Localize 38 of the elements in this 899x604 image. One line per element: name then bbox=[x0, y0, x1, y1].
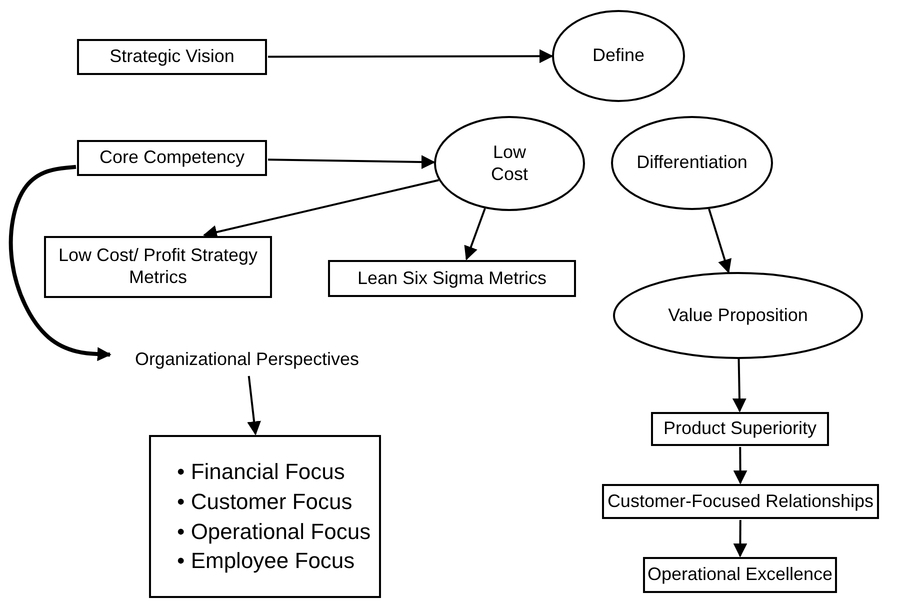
node-label: Organizational Perspectives bbox=[134, 349, 360, 371]
process-box bbox=[77, 140, 267, 176]
arrow bbox=[8, 164, 112, 362]
process-box bbox=[602, 484, 879, 519]
arrow bbox=[733, 447, 748, 484]
process-box bbox=[643, 557, 837, 593]
node-label: Differentiation bbox=[636, 152, 748, 174]
arrow bbox=[247, 376, 262, 436]
node-label: Lean Six Sigma Metrics bbox=[357, 268, 547, 290]
list-item: • Financial Focus bbox=[177, 458, 345, 486]
node-label: Low Cost/ Profit Strategy Metrics bbox=[57, 245, 259, 289]
list-item: • Customer Focus bbox=[177, 488, 352, 516]
process-ellipse bbox=[613, 272, 863, 359]
arrow bbox=[268, 49, 554, 64]
process-ellipse bbox=[611, 116, 773, 210]
list-box bbox=[149, 435, 381, 598]
arrow bbox=[708, 208, 732, 274]
node-label: Define bbox=[592, 45, 645, 67]
arrow bbox=[732, 358, 746, 412]
node-label: Product Superiority bbox=[663, 418, 817, 440]
process-ellipse bbox=[552, 10, 685, 102]
node-label: Core Competency bbox=[99, 147, 245, 169]
arrow bbox=[733, 520, 748, 558]
process-box bbox=[77, 39, 267, 75]
list-item: • Employee Focus bbox=[177, 547, 355, 576]
arrow bbox=[464, 208, 486, 260]
node-label: Value Proposition bbox=[668, 304, 808, 326]
node-label: Low Cost bbox=[490, 142, 529, 186]
node-label: Strategic Vision bbox=[110, 46, 234, 68]
arrow bbox=[202, 179, 439, 239]
node-label: Operational Excellence bbox=[647, 564, 833, 586]
process-box bbox=[328, 260, 576, 297]
arrow bbox=[268, 155, 436, 170]
list-item: • Operational Focus bbox=[177, 518, 371, 546]
process-box bbox=[44, 236, 272, 298]
process-ellipse bbox=[434, 116, 585, 211]
node-label: Customer-Focused Relationships bbox=[607, 490, 874, 512]
process-box bbox=[651, 412, 829, 446]
